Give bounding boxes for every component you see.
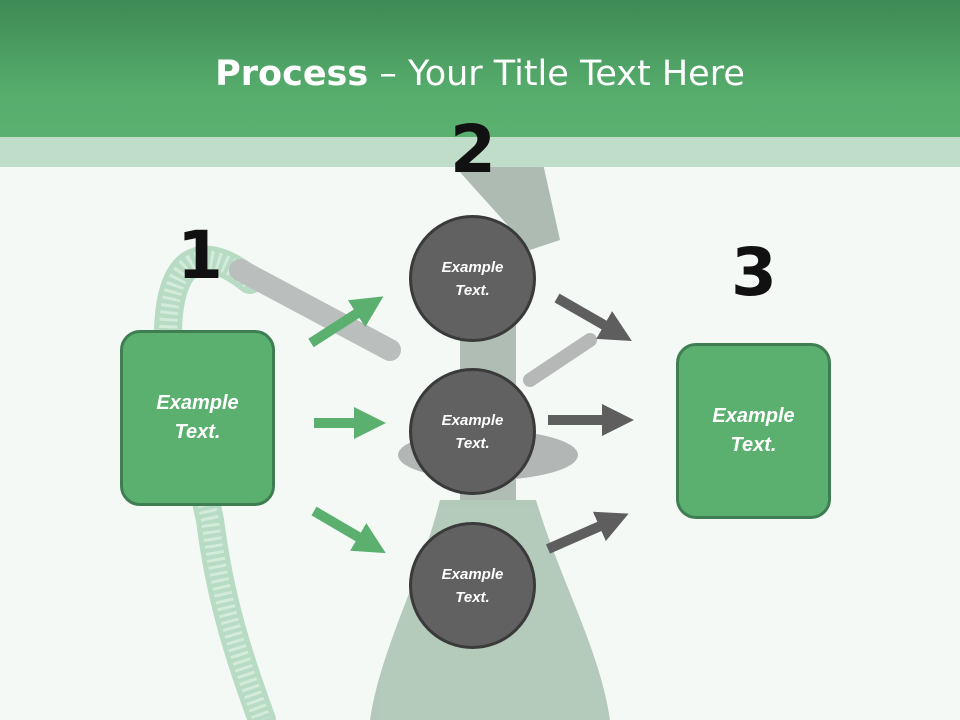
arrow-2a-to-3 <box>554 293 632 341</box>
arrow-1-to-2c <box>311 506 386 554</box>
step-2-circle-top-text: Example Text. <box>441 258 504 299</box>
step-3-text: Example Text. <box>712 405 795 456</box>
step-1-text: Example Text. <box>156 392 239 443</box>
step-1-box: Example Text. <box>120 330 275 506</box>
step-2-circle-bottom-text: Example Text. <box>441 565 504 606</box>
title-bold: Process <box>215 54 369 94</box>
step-3-box: Example Text. <box>676 343 831 519</box>
step-2-circle-middle-text: Example Text. <box>441 411 504 452</box>
step-1-number: 1 <box>177 217 223 294</box>
page-title: Process – Your Title Text Here <box>0 52 960 96</box>
step-2-circle-bottom: Example Text. <box>409 522 536 649</box>
title-rest: – Your Title Text Here <box>368 54 745 94</box>
step-2-circle-top: Example Text. <box>409 215 536 342</box>
step-2-circle-middle: Example Text. <box>409 368 536 495</box>
title-band <box>0 137 960 167</box>
step-2-number: 2 <box>450 111 496 188</box>
arrow-2c-to-3 <box>545 511 629 554</box>
step-3-number: 3 <box>731 234 777 311</box>
arrow-1-to-2a <box>308 296 384 348</box>
title-bar <box>0 0 960 137</box>
